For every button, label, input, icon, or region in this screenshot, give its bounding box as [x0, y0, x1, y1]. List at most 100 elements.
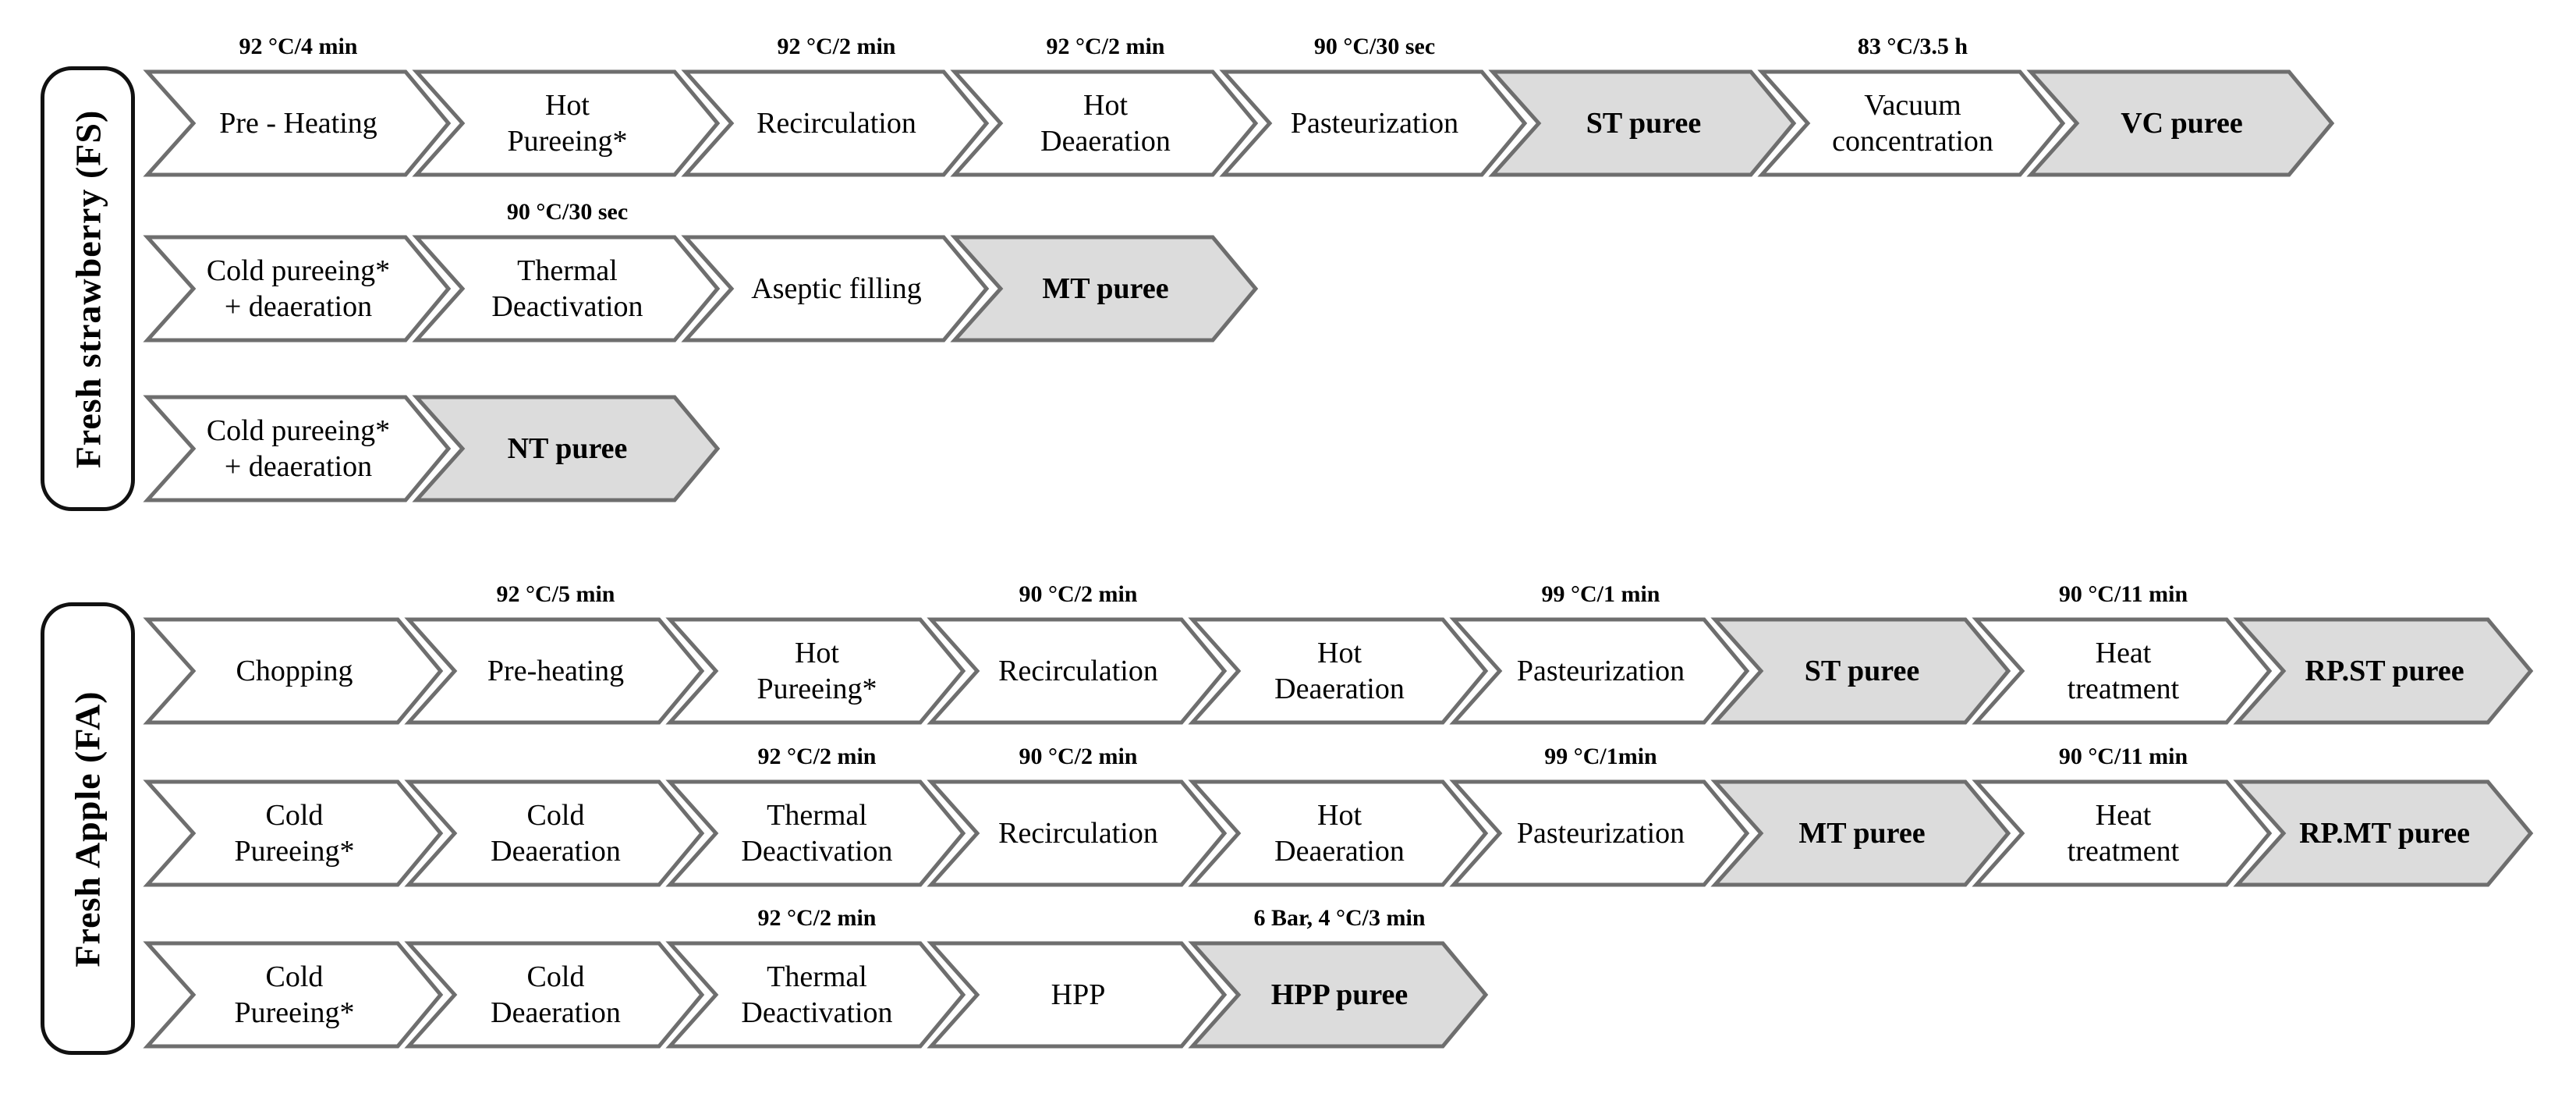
- process-step-label: Cold Deaeration: [491, 960, 621, 1029]
- process-chevron-hot-deaeration: Hot Deaeration 92 °C/2 min: [950, 34, 1260, 178]
- puree-chevron-st-puree: ST puree: [1488, 69, 1798, 178]
- process-step-label: Cold Deaeration: [491, 798, 621, 868]
- puree-chevron-st-puree: ST puree: [1710, 616, 2012, 726]
- puree-label: ST puree: [1586, 106, 1702, 140]
- chevron-arrow-shape: [1488, 69, 1797, 177]
- chevron-arrow-shape: [1188, 779, 1489, 887]
- temperature-time-annotation: 99 °C/1min: [1544, 744, 1657, 769]
- temperature-time-annotation: 90 °C/30 sec: [506, 199, 629, 225]
- process-step-label: Recirculation: [998, 654, 1158, 687]
- process-step-label: Heat treatment: [2067, 798, 2180, 868]
- process-chevron-chopping: Chopping: [143, 616, 445, 726]
- temperature-time-annotation: 92 °C/4 min: [239, 34, 358, 59]
- chevron-arrow-shape: [927, 779, 1228, 887]
- temperature-time-annotation: 92 °C/2 min: [1046, 34, 1165, 59]
- puree-label: RP.ST puree: [2305, 654, 2464, 687]
- chevron-arrow-shape: [143, 617, 444, 725]
- process-chevron-cold-pureeing-deaeration: Cold pureeing* + deaeration: [143, 234, 452, 343]
- chevron-arrow-shape: [143, 779, 444, 887]
- chevron-arrow-shape: [1972, 779, 2273, 887]
- temperature-time-annotation: 92 °C/2 min: [777, 34, 896, 59]
- chevron-arrow-shape: [404, 617, 705, 725]
- chevron-arrow-shape: [950, 235, 1259, 343]
- temperature-time-annotation: 90 °C/11 min: [2058, 581, 2188, 607]
- chevron-arrow-shape: [927, 617, 1228, 725]
- chevron-arrow-shape: [665, 941, 966, 1049]
- chevron-arrow-shape: [927, 941, 1228, 1049]
- chevron-arrow-shape: [681, 235, 990, 343]
- temperature-time-annotation: 6 Bar, 4 °C/3 min: [1253, 905, 1426, 931]
- process-step-label: Pasteurization: [1290, 106, 1459, 140]
- chevron-arrow-shape: [1449, 779, 1750, 887]
- puree-chevron-nt-puree: NT puree: [412, 394, 721, 503]
- process-step-label: Thermal Deactivation: [741, 798, 893, 868]
- chevron-arrow-shape: [1219, 69, 1528, 177]
- process-chevron-hot-deaeration: Hot Deaeration: [1188, 616, 1490, 726]
- chevron-arrow-shape: [681, 69, 990, 177]
- chevron-arrow-shape: [1710, 617, 2011, 725]
- process-step-label: Recirculation: [998, 816, 1158, 850]
- process-step-label: Pre - Heating: [219, 106, 377, 140]
- temperature-time-annotation: 90 °C/2 min: [1019, 744, 1138, 769]
- process-chevron-pre-heating: Pre - Heating 92 °C/4 min: [143, 34, 452, 178]
- process-chevron-hot-pureeing: Hot Pureeing*: [665, 616, 967, 726]
- puree-label: RP.MT puree: [2299, 816, 2470, 850]
- chevron-arrow-shape: [143, 69, 452, 177]
- process-step-label: Thermal Deactivation: [741, 960, 893, 1029]
- chevron-arrow-shape: [143, 941, 444, 1049]
- process-chevron-aseptic-filling: Aseptic filling: [681, 234, 990, 343]
- process-chevron-recirculation: Recirculation 90 °C/2 min: [927, 581, 1228, 726]
- temperature-time-annotation: 92 °C/2 min: [757, 905, 877, 931]
- chevron-arrow-shape: [665, 779, 966, 887]
- process-chevron-pasteurization: Pasteurization 99 °C/1min: [1449, 744, 1751, 888]
- puree-chevron-vc-puree: VC puree: [2026, 69, 2336, 178]
- process-chevron-thermal-deactivation: Thermal Deactivation 92 °C/2 min: [665, 744, 967, 888]
- process-step-label: Pasteurization: [1516, 816, 1685, 850]
- puree-label: VC puree: [2121, 106, 2243, 140]
- process-step-label: Cold pureeing* + deaeration: [206, 414, 391, 483]
- chevron-arrow-shape: [1710, 779, 2011, 887]
- chevron-arrow-shape: [665, 617, 966, 725]
- process-step-label: Cold Pureeing*: [234, 960, 355, 1029]
- section-label-box-fresh-strawberry: Fresh strawberry (FS): [41, 66, 135, 511]
- chevron-arrow-shape: [412, 69, 721, 177]
- chevron-arrow-shape: [2026, 69, 2335, 177]
- chevron-arrow-shape: [1757, 69, 2066, 177]
- temperature-time-annotation: 90 °C/2 min: [1019, 581, 1138, 607]
- puree-label: HPP puree: [1270, 978, 1408, 1011]
- temperature-time-annotation: 92 °C/2 min: [757, 744, 877, 769]
- puree-chevron-hpp-puree: HPP puree 6 Bar, 4 °C/3 min: [1188, 905, 1490, 1049]
- process-step-label: Chopping: [236, 654, 353, 687]
- chevron-arrow-shape: [404, 941, 705, 1049]
- chevron-arrow-shape: [143, 395, 452, 502]
- section-label-fresh-apple: Fresh Apple (FA): [68, 690, 108, 967]
- process-step-label: HPP: [1051, 978, 1106, 1011]
- chevron-arrow-shape: [1188, 617, 1489, 725]
- chevron-arrow-shape: [2233, 779, 2534, 887]
- chevron-arrow-shape: [412, 235, 721, 343]
- puree-label: MT puree: [1042, 272, 1169, 305]
- process-chevron-cold-pureeing: Cold Pureeing*: [143, 940, 445, 1049]
- process-chevron-cold-pureeing-deaeration: Cold pureeing* + deaeration: [143, 394, 452, 503]
- chevron-arrow-shape: [950, 69, 1259, 177]
- chevron-arrow-shape: [412, 395, 721, 502]
- chevron-arrow-shape: [1188, 941, 1489, 1049]
- process-step-label: Cold Pureeing*: [234, 798, 355, 868]
- section-label-box-fresh-apple: Fresh Apple (FA): [41, 602, 135, 1055]
- process-step-label: Cold pureeing* + deaeration: [206, 254, 391, 323]
- process-step-label: Vacuum concentration: [1832, 88, 1993, 158]
- puree-chevron-mt-puree: MT puree: [1710, 779, 2012, 888]
- process-step-label: Hot Deaeration: [1274, 798, 1405, 868]
- chevron-arrow-shape: [2233, 617, 2534, 725]
- process-step-label: Hot Deaeration: [1040, 88, 1171, 158]
- puree-chevron-rp-mt-puree: RP.MT puree: [2233, 779, 2535, 888]
- process-chevron-cold-deaeration: Cold Deaeration: [404, 779, 706, 888]
- section-label-fresh-strawberry: Fresh strawberry (FS): [68, 109, 108, 468]
- chevron-arrow-shape: [1449, 617, 1750, 725]
